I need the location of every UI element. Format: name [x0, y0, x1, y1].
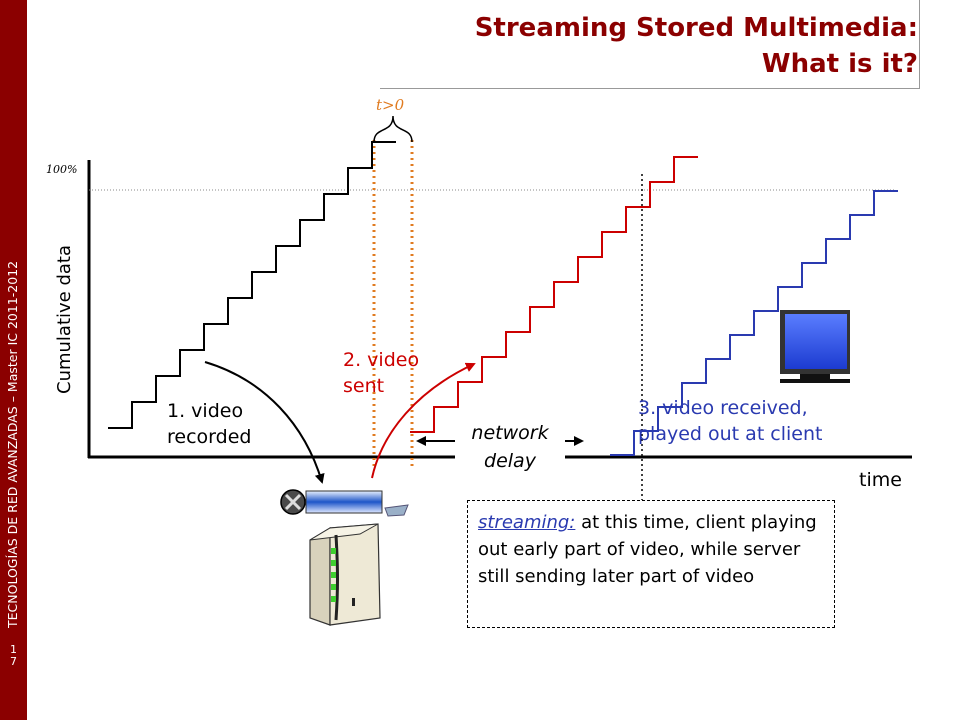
title-line: Streaming Stored Multimedia: [474, 13, 918, 43]
sent-staircase [410, 156, 698, 433]
step3-line2: played out at client [638, 423, 823, 445]
server-icon [309, 523, 381, 626]
step2-line1: 2. video [343, 349, 420, 371]
monitor-icon [780, 310, 850, 383]
received-staircase [610, 190, 898, 456]
network-delay-line2: delay [484, 450, 536, 472]
streaming-note-box: streaming: at this time, client playing … [467, 500, 835, 628]
step2-line2: sent [343, 375, 385, 397]
sidebar: TECNOLOGÍAS DE RED AVANZADAS – Master IC… [0, 0, 27, 720]
t-brace [373, 115, 413, 143]
streaming-note-text: at this time, client playing out early p… [478, 512, 817, 587]
step2-label: 2. video sent [343, 347, 419, 399]
t-label: t>0 [376, 96, 405, 114]
slide-title: Streaming Stored Multimedia: What is it? [318, 10, 918, 82]
sent-arrow [371, 362, 476, 479]
network-delay-label: network delay [455, 419, 565, 475]
step1-line2: recorded [167, 426, 252, 448]
slide-number: 1 7 [0, 644, 27, 668]
hundred-percent-label: 100% [46, 163, 78, 176]
slide-number-digit: 1 [10, 643, 17, 656]
step3-label: 3. video received, played out at client [638, 395, 823, 447]
step1-line1: 1. video [167, 400, 244, 422]
network-delay-line1: network [471, 422, 549, 444]
title-underline [380, 88, 920, 89]
title-line: What is it? [761, 49, 918, 79]
y-axis-label: Cumulative data [54, 244, 75, 394]
video-camera-icon [280, 489, 409, 517]
x-axis-label: time [859, 469, 902, 491]
slide-number-digit: 7 [10, 655, 17, 668]
title-side-rule [919, 0, 920, 89]
step1-label: 1. video recorded [167, 398, 251, 450]
recorded-arrow [204, 361, 325, 484]
streaming-term: streaming: [478, 512, 576, 533]
recorded-staircase [108, 141, 396, 429]
step3-line1: 3. video received, [638, 397, 808, 419]
